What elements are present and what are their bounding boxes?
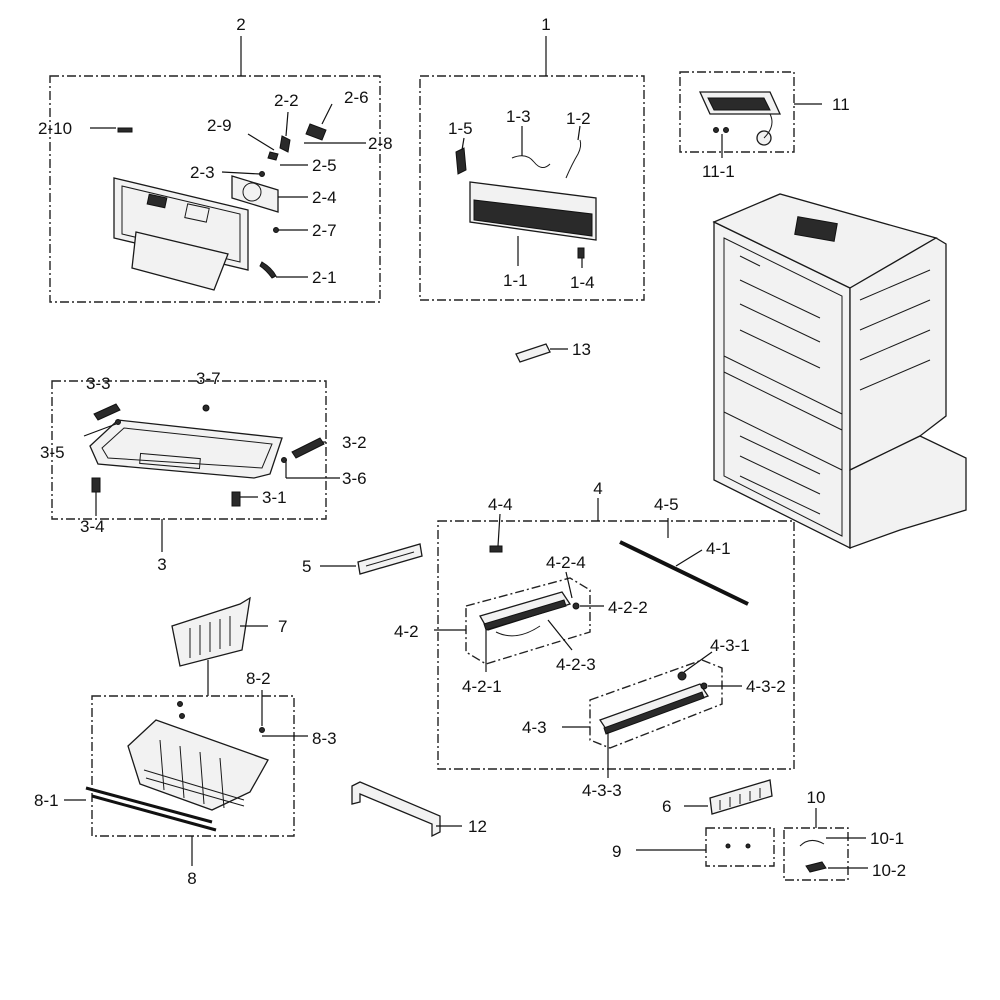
part-7: 7 [171, 596, 287, 696]
part-13: 13 [515, 340, 591, 363]
group-8-box [91, 695, 295, 837]
label-4-3-2: 4-3-2 [746, 677, 786, 696]
label-3-2: 3-2 [342, 433, 367, 452]
label-3-4: 3-4 [80, 517, 105, 536]
label-1: 1 [541, 15, 550, 34]
label-11: 11 [832, 95, 850, 114]
label-2-9: 2-9 [207, 116, 232, 135]
part-2-10 [117, 127, 133, 133]
part-2-9 [267, 151, 279, 161]
label-3-3: 3-3 [86, 374, 111, 393]
label-4-5: 4-5 [654, 495, 679, 514]
label-2-7: 2-7 [312, 221, 337, 240]
label-1-2: 1-2 [566, 109, 591, 128]
part-8-1-rail-a [85, 786, 213, 824]
label-10: 10 [807, 788, 826, 807]
refrigerator-cabinet [712, 193, 967, 550]
label-13: 13 [572, 340, 591, 359]
label-4-1: 4-1 [706, 539, 731, 558]
group-8: 8-2 8-3 8-1 8 [34, 669, 337, 888]
label-2-8: 2-8 [368, 134, 393, 153]
label-7: 7 [278, 617, 287, 636]
part-3-tray [89, 419, 283, 479]
part-1-3 [511, 155, 551, 168]
label-4-3-3: 4-3-3 [582, 781, 622, 800]
label-3-6: 3-6 [342, 469, 367, 488]
group-3: 3-3 3-7 3-5 3-2 3-6 3-1 3-4 3 [40, 369, 367, 574]
label-3: 3 [157, 555, 166, 574]
label-1-5: 1-5 [448, 119, 473, 138]
part-3-3 [93, 403, 121, 421]
part-5: 5 [302, 543, 423, 576]
label-2-5: 2-5 [312, 156, 337, 175]
label-4-2-4: 4-2-4 [546, 553, 586, 572]
label-4-3-1: 4-3-1 [710, 636, 750, 655]
part-2-4-fan [231, 175, 279, 213]
group-9-box [705, 827, 775, 867]
part-4-4 [489, 545, 503, 553]
part-4-1 [619, 540, 749, 606]
part-1-4 [577, 247, 585, 259]
label-5: 5 [302, 557, 311, 576]
group-2: 2 2-10 2-9 2-2 2-6 2-8 2-5 2-3 2-4 2-7 2… [38, 15, 393, 303]
label-2-3: 2-3 [190, 163, 215, 182]
group-10-box [783, 827, 849, 881]
group-4: 4 4-4 4-5 4-1 4-2-4 4-2-2 4-2 4-2-3 4-2-… [394, 479, 795, 800]
label-3-5: 3-5 [40, 443, 65, 462]
label-1-1: 1-1 [503, 271, 528, 290]
label-9: 9 [612, 842, 621, 861]
label-6: 6 [662, 797, 671, 816]
label-2-4: 2-4 [312, 188, 337, 207]
part-2-1 [259, 261, 277, 279]
label-2-10: 2-10 [38, 119, 72, 138]
label-1-4: 1-4 [570, 273, 595, 292]
label-8: 8 [187, 869, 196, 888]
label-4-2-2: 4-2-2 [608, 598, 648, 617]
label-3-7: 3-7 [196, 369, 221, 388]
label-1-3: 1-3 [506, 107, 531, 126]
label-2-6: 2-6 [344, 88, 369, 107]
label-12: 12 [468, 817, 487, 836]
label-4-2-3: 4-2-3 [556, 655, 596, 674]
label-4-4: 4-4 [488, 495, 513, 514]
label-10-1: 10-1 [870, 829, 904, 848]
label-4-3: 4-3 [522, 718, 547, 737]
label-2-1: 2-1 [312, 268, 337, 287]
label-8-1: 8-1 [34, 791, 59, 810]
label-2: 2 [236, 15, 245, 34]
group-3-box [51, 380, 327, 520]
part-1-2 [565, 139, 582, 179]
label-3-1: 3-1 [262, 488, 287, 507]
group-4-3-box [589, 659, 723, 749]
part-8-drawer [127, 719, 269, 811]
group-11: 11 11-1 [679, 71, 850, 181]
label-8-3: 8-3 [312, 729, 337, 748]
label-10-2: 10-2 [872, 861, 906, 880]
part-7-divider [171, 596, 251, 667]
part-12: 12 [351, 781, 487, 838]
group-1: 1 1-5 1-3 1-2 1-1 1-4 [419, 15, 645, 301]
group-2-box [49, 75, 381, 303]
label-4-2: 4-2 [394, 622, 419, 641]
label-11-1: 11-1 [702, 162, 735, 181]
label-8-2: 8-2 [246, 669, 271, 688]
group-11-box [679, 71, 795, 153]
part-6: 6 [662, 779, 773, 816]
part-12-handle [351, 781, 441, 838]
label-4-2-1: 4-2-1 [462, 677, 502, 696]
group-9: 9 [612, 827, 775, 867]
part-1-5 [455, 147, 467, 175]
label-4: 4 [593, 479, 602, 498]
part-3-2 [291, 437, 325, 459]
group-10: 10 10-1 10-2 [783, 788, 906, 881]
part-8-1-rail-b [91, 794, 217, 832]
part-2-2 [279, 135, 291, 153]
group-4-box [437, 520, 795, 770]
part-2-6 [305, 123, 327, 141]
group-4-2-box [465, 577, 591, 665]
label-2-2: 2-2 [274, 91, 299, 110]
group-1-box [419, 75, 645, 301]
